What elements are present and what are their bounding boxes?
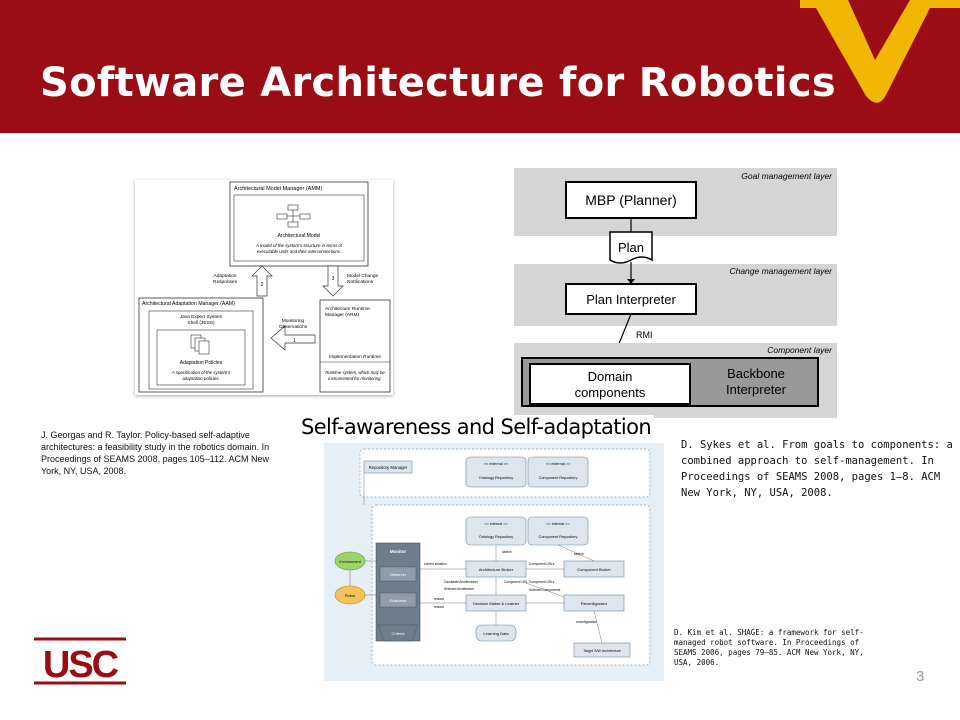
plan-interpreter-box: Plan Interpreter [586, 292, 676, 307]
svg-text:instrumented for monitoring.: instrumented for monitoring. [328, 376, 382, 381]
svg-text:current situation: current situation [424, 562, 447, 566]
svg-text:search: search [574, 552, 584, 556]
learning-data-box: Learning Data [483, 631, 509, 636]
svg-text:reward: reward [434, 605, 444, 609]
svg-text:A model of the system's struct: A model of the system's structure in ter… [255, 243, 343, 248]
left-arrow-icon [270, 325, 316, 351]
svg-text:Plan: Plan [618, 240, 644, 255]
svg-text:<< internal >>: << internal >> [484, 522, 508, 526]
plan-document-icon [609, 231, 653, 264]
svg-text:components: components [575, 385, 646, 400]
svg-text:3: 3 [332, 276, 335, 282]
svg-text:search: search [502, 550, 512, 554]
amm-title: Architectural Model Manager (AMM) [234, 186, 323, 192]
component-broker-box: Component Broker [577, 567, 611, 572]
aam-title: Architectural Adaptation Manager (AAM) [142, 301, 235, 307]
svg-text:Notifications: Notifications [347, 279, 374, 285]
domain-components-box: Domain [588, 369, 633, 384]
svg-text:Component URLs: Component URLs [529, 580, 555, 584]
backbone-interpreter-box: Backbone [727, 366, 785, 381]
down-arrow-icon [322, 265, 344, 297]
planner-box: MBP (Planner) [585, 192, 677, 208]
svg-text:Runtime system, which may be: Runtime system, which may be [325, 370, 385, 375]
usc-logo: USC [34, 636, 126, 691]
goal-layer-label: Goal management layer [741, 171, 833, 181]
shage-diagram: Repository Manager << external >> Ontolo… [324, 443, 664, 681]
svg-text:Manager (ARM): Manager (ARM) [325, 312, 360, 318]
kim-citation: D. Kim et al. SHAGE: a framework for sel… [674, 628, 864, 667]
svg-text:Responses: Responses [213, 279, 238, 285]
svg-text:Model Change: Model Change [347, 273, 379, 279]
component-layer-label: Component layer [767, 345, 833, 355]
svg-text:Architecture Runtime: Architecture Runtime [325, 306, 370, 312]
georgas-citation: J. Georgas and R. Taylor. Policy-based s… [41, 430, 270, 476]
svg-text:reward: reward [434, 597, 444, 601]
svg-text:Implementation Runtime: Implementation Runtime [329, 354, 381, 360]
repository-manager-box: Repository Manager [369, 465, 408, 470]
center-label: Self-awareness and Self-adaptation [298, 415, 655, 439]
svg-text:USC: USC [43, 644, 119, 686]
change-layer-label: Change management layer [729, 266, 833, 276]
svg-text:Ontology Repository: Ontology Repository [479, 535, 514, 539]
layers-diagram: Goal management layer MBP (Planner) Chan… [514, 168, 837, 418]
svg-text:<< internal >>: << internal >> [546, 522, 570, 526]
svg-text:Shell (JESS): Shell (JESS) [187, 320, 215, 326]
decision-maker-box: Decision Maker & Learner [473, 601, 520, 606]
svg-text:Candidate Architectures: Candidate Architectures [444, 580, 478, 584]
svg-text:<< external >>: << external >> [484, 462, 509, 466]
monitor-box: Monitor [390, 549, 407, 554]
architecture-broker-box: Architecture Broker [479, 567, 514, 572]
svg-text:Selected Components: Selected Components [529, 588, 561, 592]
svg-text:Java Expert System: Java Expert System [180, 314, 223, 320]
page-number: 3 [916, 668, 925, 685]
svg-text:adaptation policies.: adaptation policies. [182, 376, 220, 381]
svg-text:Monitoring: Monitoring [282, 318, 305, 324]
sykes-citation: D. Sykes et al. From goals to components… [681, 439, 953, 499]
svg-text:<< external >>: << external >> [546, 462, 571, 466]
svg-text:Adaptation: Adaptation [214, 273, 237, 279]
module-icon [276, 204, 311, 228]
svg-text:Observer: Observer [390, 572, 407, 577]
robot-node: Robot [345, 594, 356, 598]
amm-diagram: Architectural Model Manager (AMM) Archit… [135, 180, 393, 395]
svg-text:Interpreter: Interpreter [726, 382, 787, 397]
svg-text:Criteria: Criteria [392, 631, 406, 636]
svg-text:Evaluator: Evaluator [390, 598, 408, 603]
svg-text:Selected Architecture: Selected Architecture [444, 587, 474, 591]
svg-text:1: 1 [293, 338, 296, 344]
svg-text:reconfiguration: reconfiguration [576, 620, 597, 624]
svg-text:Component URL: Component URL [504, 580, 528, 584]
svg-text:Adaptation Policies: Adaptation Policies [180, 360, 223, 366]
svg-text:Component Repository: Component Repository [539, 535, 578, 539]
svg-text:Component Repository: Component Repository [539, 476, 578, 480]
v-logo-icon [800, 0, 960, 103]
environment-node: Environment [339, 560, 361, 564]
up-arrow-icon [251, 265, 273, 297]
svg-text:Ontology Repository: Ontology Repository [479, 476, 514, 480]
target-architecture-box: Target S/W Architecture [583, 649, 621, 653]
slide-title: Software Architecture for Robotics [40, 60, 836, 106]
reconfigurator-box: Reconfigurator [581, 601, 608, 606]
title-bar [0, 0, 960, 133]
arch-model-label: Architectural Model [278, 233, 321, 239]
svg-text:Observations: Observations [279, 324, 308, 330]
documents-icon [190, 334, 210, 355]
svg-text:A specification of the system': A specification of the system's [171, 370, 231, 375]
rmi-label: RMI [636, 330, 653, 340]
svg-text:Component URLs: Component URLs [529, 562, 555, 566]
svg-text:executable units and their int: executable units and their interconnecti… [257, 249, 341, 254]
svg-text:2: 2 [261, 282, 264, 288]
